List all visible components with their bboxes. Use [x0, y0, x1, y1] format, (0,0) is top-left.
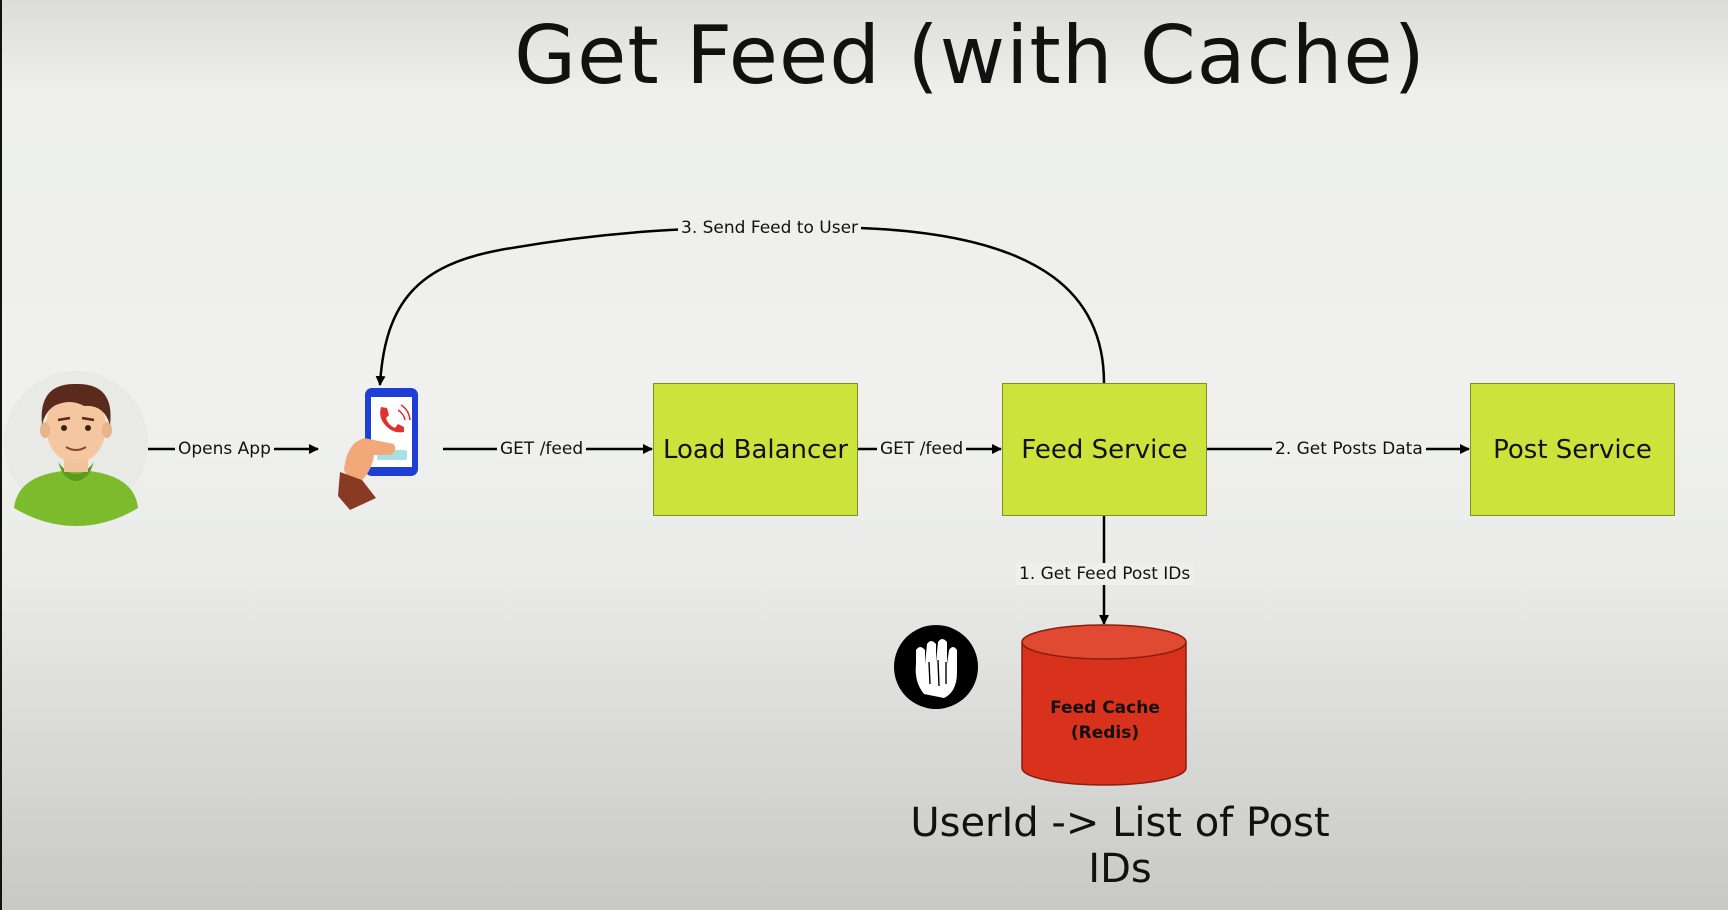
feed-cache-label: Feed Cache (Redis): [1020, 696, 1190, 746]
send-feed-label: 3. Send Feed to User: [678, 217, 862, 239]
cache-caption: UserId -> List of Post IDs: [910, 800, 1330, 892]
phone-in-hand-icon: [338, 388, 418, 510]
feed-cache-cylinder: [1021, 624, 1187, 786]
get-posts-data-label: 2. Get Posts Data: [1272, 438, 1426, 460]
feed-service-label: Feed Service: [1021, 434, 1188, 465]
arrow-send-feed: [375, 225, 1106, 386]
feed-cache-type: (Redis): [1070, 723, 1140, 743]
get-feed-phone-label: GET /feed: [497, 438, 587, 460]
post-service-label: Post Service: [1493, 434, 1652, 465]
diagram-title: Get Feed (with Cache): [514, 9, 1426, 102]
left-edge-border: [0, 0, 2, 910]
get-feed-lb-label: GET /feed: [877, 438, 967, 460]
load-balancer-label: Load Balancer: [662, 434, 849, 465]
get-feed-post-ids-label: 1. Get Feed Post IDs: [1016, 563, 1194, 585]
opens-app-label: Opens App: [175, 438, 274, 460]
load-balancer-box: Load Balancer: [653, 383, 858, 516]
feed-service-box: Feed Service: [1002, 383, 1207, 516]
hand-cursor-icon: [894, 625, 978, 709]
user-avatar-icon: [4, 371, 148, 526]
feed-cache-name: Feed Cache: [1050, 698, 1160, 718]
post-service-box: Post Service: [1470, 383, 1675, 516]
